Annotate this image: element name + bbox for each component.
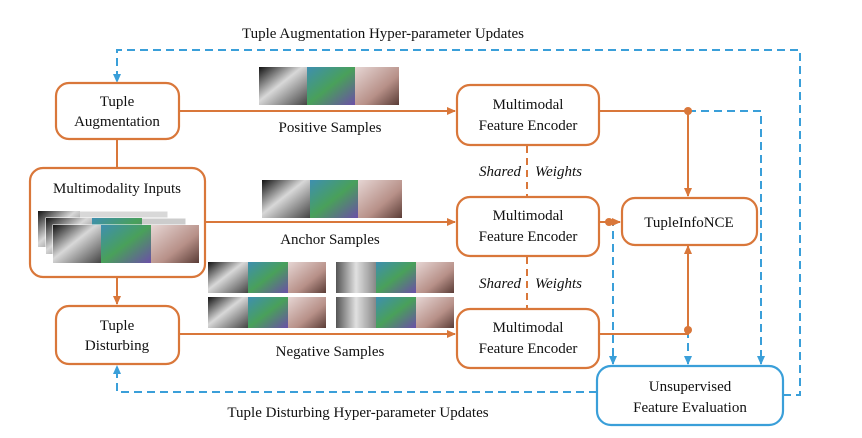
evaluation-box: Unsupervised Feature Evaluation (595, 364, 785, 427)
encoder-top-box: Multimodal Feature Encoder (455, 83, 601, 147)
encoder-mid-box: Multimodal Feature Encoder (455, 195, 601, 258)
input-image-stack (37, 210, 200, 264)
top-feedback-loop (113, 49, 801, 396)
tuple-augmentation-line1: Tuple (100, 94, 135, 110)
encoder-top-line1: Multimodal (493, 97, 564, 113)
tuple-augmentation-line2: Augmentation (74, 114, 160, 130)
encoder-mid-line2: Feature Encoder (479, 229, 578, 245)
evaluation-line1: Unsupervised (649, 379, 732, 395)
shared-weights-lower-right: Weights (535, 276, 582, 292)
multimodality-inputs-title: Multimodality Inputs (53, 181, 181, 197)
negative-samples-images (208, 262, 454, 328)
encoder-bottom-line1: Multimodal (493, 320, 564, 336)
tuple-info-nce-label: TupleInfoNCE (644, 215, 733, 231)
shared-weights-upper-left: Shared (479, 164, 521, 180)
encoder-bottom-box: Multimodal Feature Encoder (455, 307, 601, 370)
positive-samples-images (259, 67, 399, 105)
bottom-feedback-loop (113, 365, 597, 393)
orange-connections (113, 107, 692, 338)
encoder-bottom-line2: Feature Encoder (479, 341, 578, 357)
negative-samples-label: Negative Samples (276, 344, 385, 360)
anchor-samples-label: Anchor Samples (280, 232, 380, 248)
encoder-top-line2: Feature Encoder (479, 118, 578, 134)
tuple-disturbing-box: Tuple Disturbing (54, 304, 181, 366)
positive-samples-label: Positive Samples (279, 120, 382, 136)
shared-weights-upper-right: Weights (535, 164, 582, 180)
tuple-disturbing-line2: Disturbing (85, 338, 150, 354)
tuple-augmentation-box: Tuple Augmentation (54, 81, 181, 141)
tuple-info-nce-box: TupleInfoNCE (620, 196, 759, 247)
bottom-feedback-label: Tuple Disturbing Hyper-parameter Updates (227, 405, 488, 421)
multimodality-inputs-box: Multimodality Inputs (28, 166, 207, 279)
anchor-samples-images (262, 180, 402, 218)
encoder-mid-line1: Multimodal (493, 208, 564, 224)
top-feedback-label: Tuple Augmentation Hyper-parameter Updat… (242, 26, 524, 42)
tuple-disturbing-line1: Tuple (100, 318, 135, 334)
shared-weights-lower-left: Shared (479, 276, 521, 292)
evaluation-line2: Feature Evaluation (633, 400, 747, 416)
